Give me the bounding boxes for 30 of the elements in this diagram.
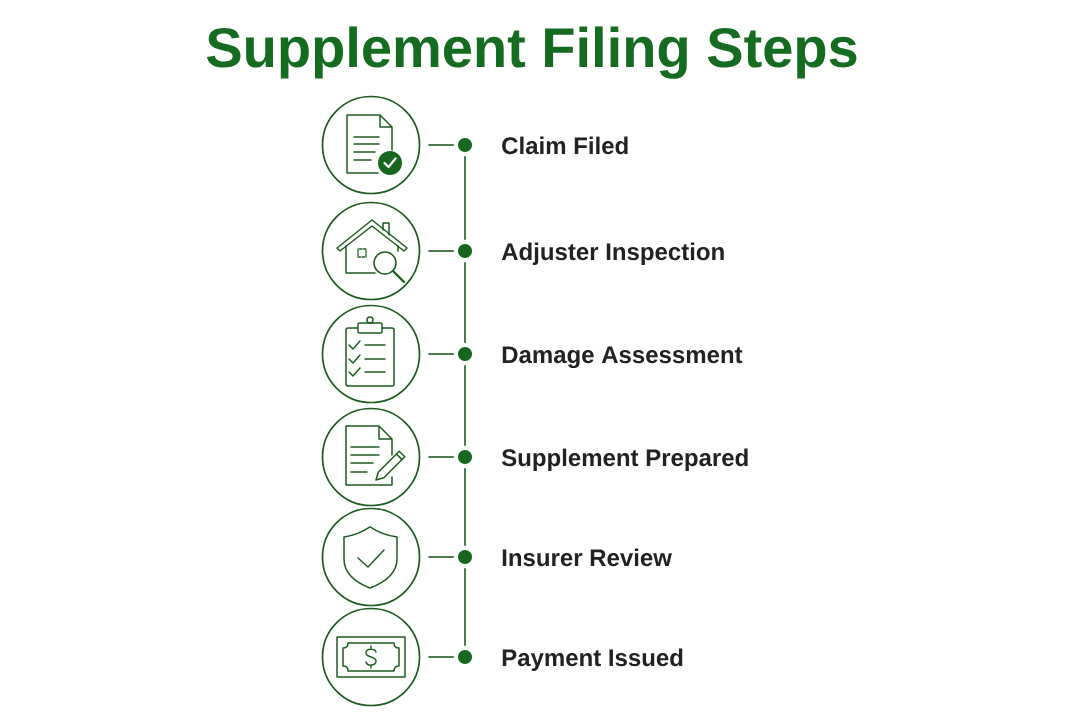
timeline-line (464, 261, 466, 344)
connector-line (427, 250, 455, 252)
step-label: Damage Assessment (502, 346, 743, 369)
step-label: Adjuster Inspection (501, 242, 724, 265)
connector-line (427, 656, 455, 658)
timeline-line (464, 155, 466, 241)
timeline-dot (458, 550, 472, 564)
connector-line (427, 456, 455, 458)
timeline-dot (458, 244, 472, 258)
timeline-line (464, 567, 466, 647)
step-circle (321, 407, 421, 507)
timeline-dot (458, 347, 472, 361)
timeline-dot (458, 650, 472, 664)
connector-line (427, 353, 455, 355)
step-circle (321, 607, 421, 707)
timeline-dot (458, 450, 472, 464)
connector-line (427, 556, 455, 558)
step-circle (321, 95, 421, 195)
connector-line (427, 144, 455, 146)
step-circle (321, 201, 421, 301)
title: Supplement Filing Steps (206, 26, 857, 79)
timeline-line (464, 364, 466, 447)
timeline-dot (458, 138, 472, 152)
step-circle (321, 507, 421, 607)
timeline-line (464, 467, 466, 547)
step-label: Insurer Review (502, 548, 672, 567)
step-label: Supplement Prepared (501, 448, 748, 471)
step-label: Claim Filed (502, 136, 628, 155)
step-label: Payment Issued (502, 648, 683, 671)
step-circle (321, 304, 421, 404)
